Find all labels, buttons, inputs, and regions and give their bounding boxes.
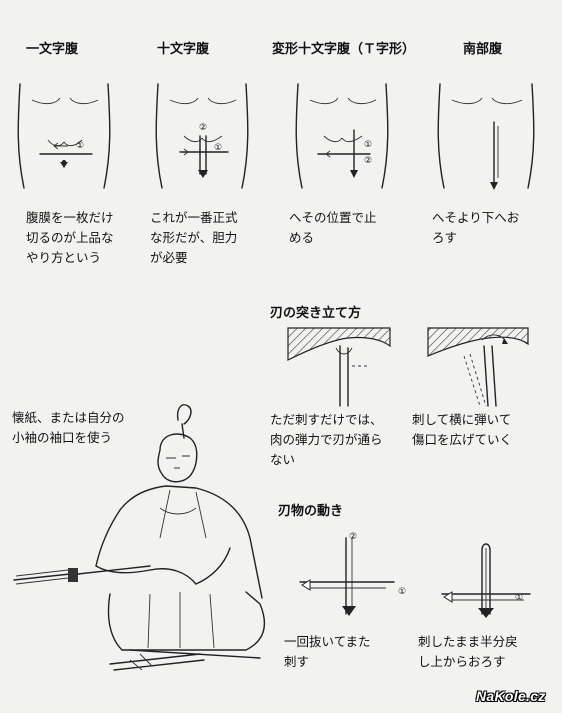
motion-right-caption: 刺したまま半分戻 し上からおろす xyxy=(418,634,518,669)
thrust-title: 刃の突き立て方 xyxy=(270,306,362,321)
motion-title: 刃物の動き xyxy=(278,504,344,519)
nanbu-title: 南部腹 xyxy=(463,42,503,57)
motion-withdraw-reinsert-illustration xyxy=(299,537,395,616)
thrust-left-caption: ただ刺すだけでは、 肉の弾力で刃が通ら ない xyxy=(270,412,383,467)
henkei-marker-2: ② xyxy=(364,156,373,166)
jumonji-title: 十文字腹 xyxy=(157,42,210,57)
ichimonji-title: 一文字腹 xyxy=(26,42,79,57)
site-watermark: NaKole.cz xyxy=(476,688,546,704)
jumonji-marker-1: ① xyxy=(214,143,223,153)
seated-samurai-illustration xyxy=(13,404,265,671)
nanbu-caption: へそより下へお ろす xyxy=(432,210,520,245)
motion-left-marker-1: ① xyxy=(398,587,407,597)
jumonji-caption: これが一番正式 な形だが、胆力 が必要 xyxy=(150,210,238,265)
samurai-caption: 懐紙、または自分の 小袖の袖口を使う xyxy=(12,410,125,445)
torso-nanbu-illustration xyxy=(437,83,535,190)
motion-right-marker-1: ① xyxy=(515,593,524,603)
thrust-straight-illustration xyxy=(287,327,391,407)
torso-henkei-illustration xyxy=(295,83,389,189)
henkei-title: 変形十文字腹（Ｔ字形） xyxy=(272,42,416,57)
torso-jumonji-illustration xyxy=(155,83,249,189)
motion-left-marker-2: ② xyxy=(349,532,358,542)
ichimonji-marker-1: ① xyxy=(76,141,85,151)
motion-left-caption: 一回抜いてまた 刺す xyxy=(284,634,371,669)
jumonji-marker-2: ② xyxy=(199,123,208,133)
henkei-marker-1: ① xyxy=(364,140,373,150)
henkei-caption: へその位置で止 める xyxy=(289,210,377,245)
torso-ichimonji-illustration xyxy=(17,83,111,189)
ichimonji-caption: 腹膜を一枚だけ 切るのが上品な やり方という xyxy=(26,210,114,265)
thrust-right-caption: 刺して横に弾いて 傷口を広げていく xyxy=(412,412,513,447)
thrust-sideways-illustration xyxy=(427,327,529,407)
motion-half-return-illustration xyxy=(441,543,531,618)
